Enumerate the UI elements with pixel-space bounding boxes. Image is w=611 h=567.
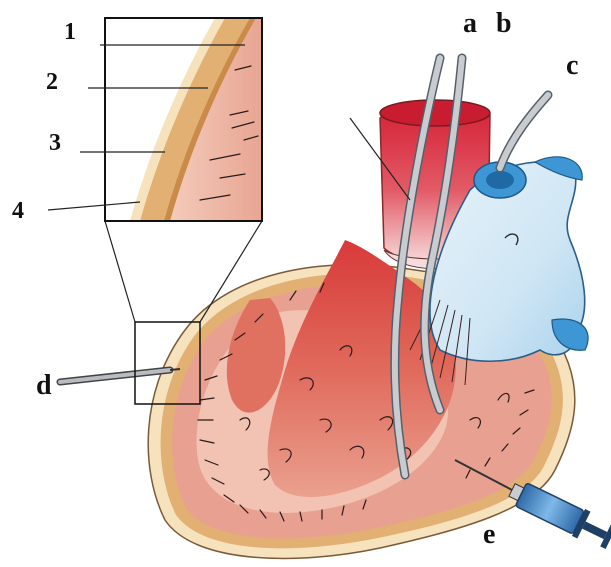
label-1: 1 <box>64 19 76 45</box>
label-4: 4 <box>12 198 24 224</box>
label-a: a <box>463 8 477 39</box>
label-c: c <box>566 50 578 81</box>
label-d: d <box>36 370 52 401</box>
aorta-rim <box>380 100 490 126</box>
pulmonary-vein-lumen <box>486 171 514 189</box>
label-e: e <box>483 519 495 550</box>
label-2: 2 <box>46 69 58 95</box>
label-3: 3 <box>49 130 61 156</box>
label-b: b <box>496 8 512 39</box>
